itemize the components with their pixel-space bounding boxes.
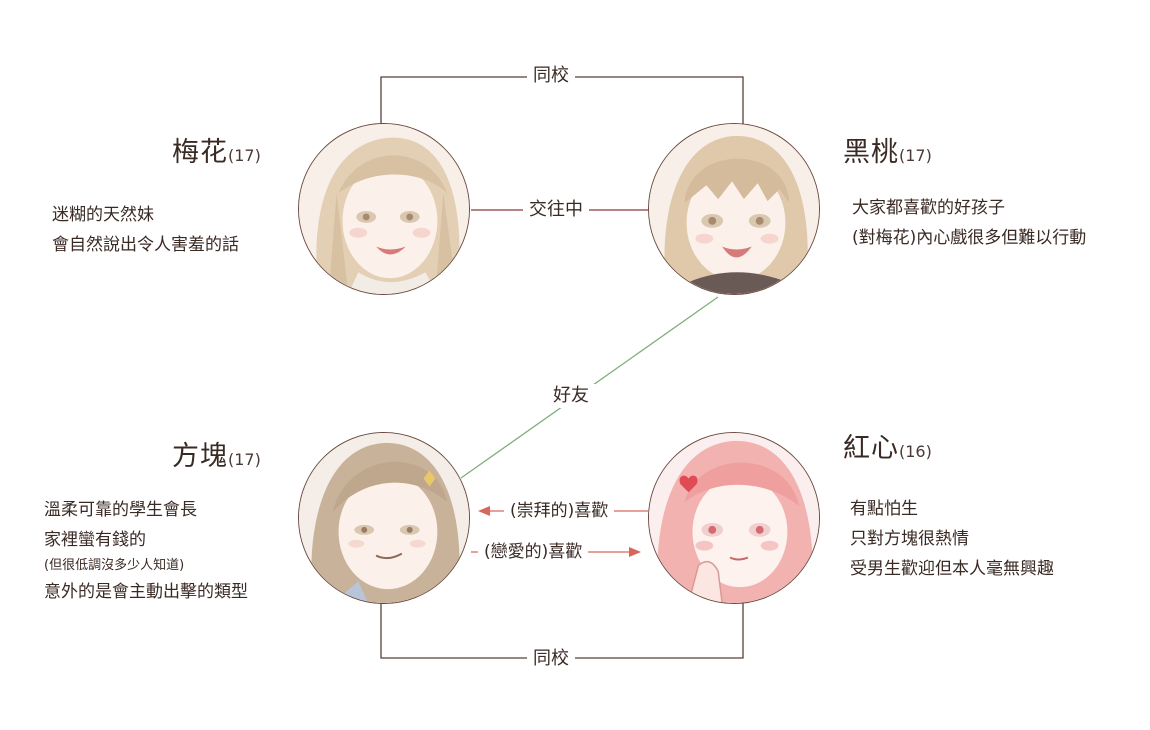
heart-name: 紅心(16) [843, 426, 932, 465]
plum-desc-line: 迷糊的天然妹 [52, 205, 154, 225]
diamond-name-text: 方塊 [172, 441, 228, 472]
heart-desc-line: 有點怕生 [850, 499, 918, 519]
heart-age: (16) [899, 442, 932, 461]
friends-label: 好友 [547, 384, 595, 408]
diamond-desc-line: 意外的是會主動出擊的類型 [44, 582, 248, 602]
diamond-portrait [298, 432, 470, 604]
plum-name-text: 梅花 [172, 137, 228, 168]
same-school-label-bottom: 同校 [527, 647, 575, 671]
plum-description: 迷糊的天然妹 會自然說出令人害羞的話 [52, 200, 239, 260]
peach-description: 大家都喜歡的好孩子 (對梅花)內心戲很多但難以行動 [852, 193, 1086, 253]
diamond-age: (17) [228, 450, 261, 469]
heart-name-text: 紅心 [843, 433, 899, 464]
plum-age: (17) [228, 146, 261, 165]
heart-description: 有點怕生 只對方塊很熱情 受男生歡迎但本人毫無興趣 [850, 494, 1054, 584]
love-label: (戀愛的)喜歡 [478, 540, 589, 564]
peach-desc-line: (對梅花)內心戲很多但難以行動 [852, 228, 1087, 248]
admire-arrowhead [478, 506, 490, 516]
heart-portrait [648, 432, 820, 604]
diamond-name: 方塊(17) [172, 434, 261, 473]
peach-name: 黑桃(17) [843, 130, 932, 169]
heart-desc-line: 受男生歡迎但本人毫無興趣 [850, 559, 1054, 579]
peach-portrait [648, 123, 820, 295]
plum-desc-line: 會自然說出令人害羞的話 [52, 235, 239, 255]
diamond-description: 溫柔可靠的學生會長 家裡蠻有錢的 (但很低調沒多少人知道) 意外的是會主動出擊的… [44, 495, 248, 607]
heart-desc-line: 只對方塊很熱情 [850, 529, 969, 549]
love-arrowhead [629, 547, 641, 557]
diamond-desc-line: 家裡蠻有錢的 [44, 530, 146, 550]
diamond-desc-note: (但很低調沒多少人知道) [44, 558, 185, 573]
dating-label: 交往中 [523, 198, 589, 222]
admire-label: (崇拜的)喜歡 [504, 499, 615, 523]
plum-name: 梅花(17) [172, 130, 261, 169]
peach-age: (17) [899, 146, 932, 165]
diamond-desc-line: 溫柔可靠的學生會長 [44, 500, 197, 520]
same-school-label-top: 同校 [527, 64, 575, 88]
plum-portrait [298, 123, 470, 295]
peach-name-text: 黑桃 [843, 137, 899, 168]
peach-desc-line: 大家都喜歡的好孩子 [852, 198, 1005, 218]
